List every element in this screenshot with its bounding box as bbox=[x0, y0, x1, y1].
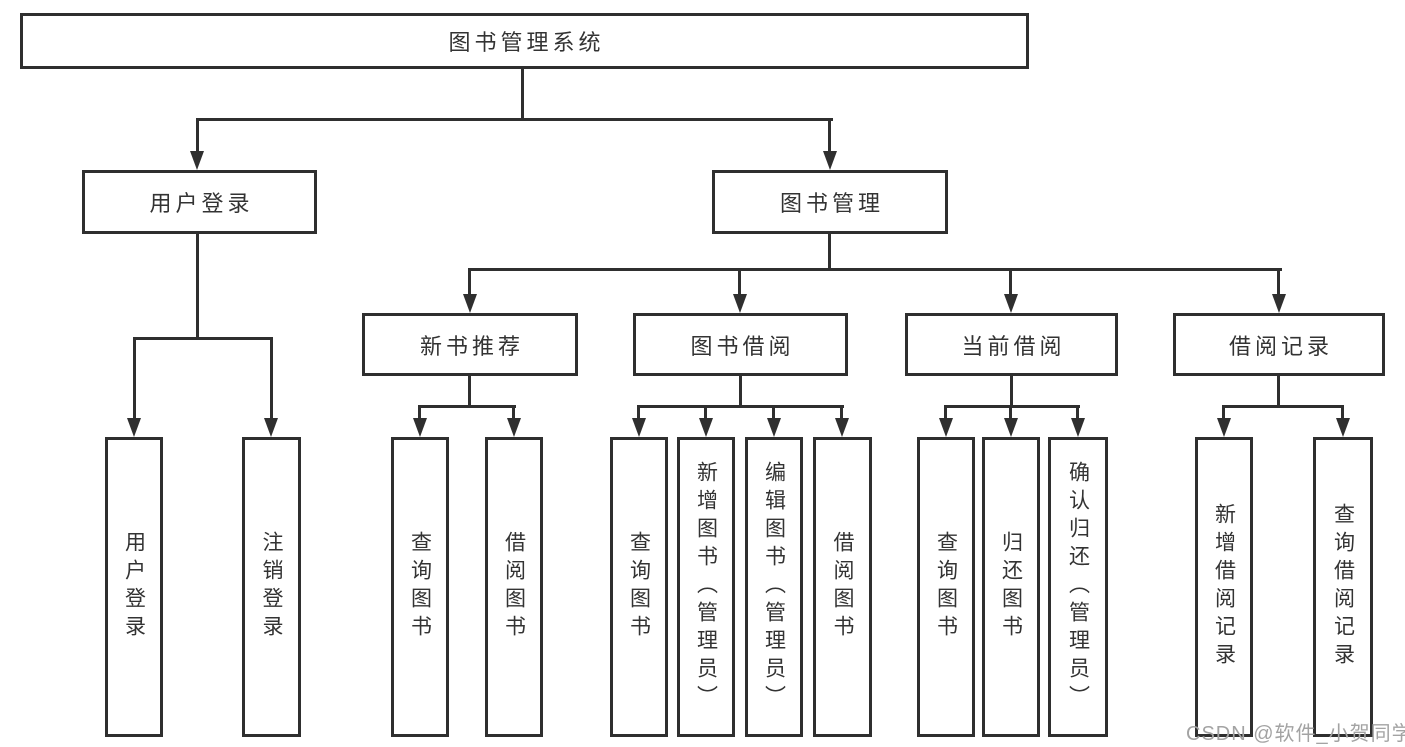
arrowhead-down-icon bbox=[1004, 294, 1018, 313]
connector-line bbox=[469, 268, 1282, 271]
leaf-recommend-borrow-book: 借阅图书 bbox=[485, 437, 543, 737]
leaf-borrow-edit-book-label: 编辑图书（管理员） bbox=[762, 461, 786, 713]
leaf-current-return-book: 归还图书 bbox=[982, 437, 1040, 737]
arrowhead-down-icon bbox=[507, 418, 521, 437]
node-new-book-recommend: 新书推荐 bbox=[362, 313, 578, 376]
node-new-book-recommend-label: 新书推荐 bbox=[419, 333, 524, 359]
node-book-management-label: 图书管理 bbox=[779, 191, 884, 216]
arrowhead-down-icon bbox=[1071, 418, 1085, 437]
leaf-borrow-query-book-label: 查询图书 bbox=[627, 531, 651, 643]
leaf-record-add-label: 新增借阅记录 bbox=[1212, 503, 1236, 671]
connector-line bbox=[638, 405, 844, 408]
leaf-borrow-query-book: 查询图书 bbox=[610, 437, 668, 737]
connector-line bbox=[840, 405, 843, 421]
leaf-logout-label: 注销登录 bbox=[260, 531, 284, 643]
arrowhead-down-icon bbox=[264, 418, 278, 437]
connector-line bbox=[1277, 376, 1280, 408]
connector-line bbox=[468, 376, 471, 408]
connector-line bbox=[1009, 268, 1012, 297]
connector-line bbox=[133, 337, 272, 340]
arrowhead-down-icon bbox=[699, 418, 713, 437]
arrowhead-down-icon bbox=[823, 151, 837, 170]
connector-line bbox=[739, 376, 742, 408]
connector-line bbox=[196, 233, 199, 340]
leaf-record-query-label: 查询借阅记录 bbox=[1331, 503, 1355, 671]
leaf-borrow-edit-book: 编辑图书（管理员） bbox=[745, 437, 803, 737]
connector-line bbox=[945, 405, 1080, 408]
arrowhead-down-icon bbox=[767, 418, 781, 437]
connector-line bbox=[1277, 268, 1280, 297]
node-borrow-record-label: 借阅记录 bbox=[1228, 333, 1333, 359]
leaf-current-query-book: 查询图书 bbox=[917, 437, 975, 737]
connector-line bbox=[828, 118, 831, 153]
arrowhead-down-icon bbox=[1217, 418, 1231, 437]
connector-line bbox=[1009, 405, 1012, 421]
leaf-record-query: 查询借阅记录 bbox=[1313, 437, 1373, 737]
node-book-borrow: 图书借阅 bbox=[633, 313, 848, 376]
leaf-logout: 注销登录 bbox=[242, 437, 301, 737]
connector-line bbox=[1010, 376, 1013, 408]
node-book-management: 图书管理 bbox=[712, 170, 948, 234]
node-user-login-module: 用户登录 bbox=[82, 170, 317, 234]
arrowhead-down-icon bbox=[1004, 418, 1018, 437]
node-book-borrow-label: 图书借阅 bbox=[690, 333, 795, 359]
leaf-user-login: 用户登录 bbox=[105, 437, 163, 737]
watermark: CSDN @软件_小贺同学 bbox=[1186, 723, 1405, 745]
arrowhead-down-icon bbox=[632, 418, 646, 437]
leaf-user-login-label: 用户登录 bbox=[122, 531, 146, 643]
arrowhead-down-icon bbox=[939, 418, 953, 437]
arrowhead-down-icon bbox=[413, 418, 427, 437]
leaf-recommend-borrow-book-label: 借阅图书 bbox=[502, 531, 526, 643]
connector-line bbox=[772, 405, 775, 421]
connector-line bbox=[1076, 405, 1079, 421]
connector-line bbox=[468, 268, 471, 297]
leaf-borrow-add-book-label: 新增图书（管理员） bbox=[694, 461, 718, 713]
leaf-record-add: 新增借阅记录 bbox=[1195, 437, 1253, 737]
arrowhead-down-icon bbox=[190, 151, 204, 170]
arrowhead-down-icon bbox=[1272, 294, 1286, 313]
connector-line bbox=[419, 405, 516, 408]
arrowhead-down-icon bbox=[835, 418, 849, 437]
connector-line bbox=[521, 68, 524, 121]
node-root: 图书管理系统 bbox=[20, 13, 1029, 69]
connector-line bbox=[944, 405, 947, 421]
leaf-current-query-book-label: 查询图书 bbox=[934, 531, 958, 643]
connector-line bbox=[512, 405, 515, 421]
connector-line bbox=[1222, 405, 1225, 421]
leaf-borrow-borrow-book: 借阅图书 bbox=[813, 437, 872, 737]
node-borrow-record: 借阅记录 bbox=[1173, 313, 1385, 376]
connector-line bbox=[270, 337, 273, 421]
leaf-current-confirm-return-label: 确认归还（管理员） bbox=[1066, 461, 1090, 713]
connector-line bbox=[1223, 405, 1344, 408]
leaf-recommend-query-book: 查询图书 bbox=[391, 437, 449, 737]
connector-line bbox=[418, 405, 421, 421]
leaf-current-confirm-return: 确认归还（管理员） bbox=[1048, 437, 1108, 737]
connector-line bbox=[196, 118, 833, 121]
leaf-borrow-borrow-book-label: 借阅图书 bbox=[831, 531, 855, 643]
node-current-borrow: 当前借阅 bbox=[905, 313, 1118, 376]
arrowhead-down-icon bbox=[733, 294, 747, 313]
leaf-borrow-add-book: 新增图书（管理员） bbox=[677, 437, 735, 737]
arrowhead-down-icon bbox=[463, 294, 477, 313]
connector-line bbox=[196, 118, 199, 153]
node-current-borrow-label: 当前借阅 bbox=[961, 333, 1066, 359]
connector-line bbox=[637, 405, 640, 421]
connector-line bbox=[828, 233, 831, 271]
leaf-current-return-book-label: 归还图书 bbox=[999, 531, 1023, 643]
connector-line bbox=[738, 268, 741, 297]
arrowhead-down-icon bbox=[1336, 418, 1350, 437]
connector-line bbox=[133, 337, 136, 421]
node-user-login-module-label: 用户登录 bbox=[149, 191, 254, 216]
leaf-recommend-query-book-label: 查询图书 bbox=[408, 531, 432, 643]
arrowhead-down-icon bbox=[127, 418, 141, 437]
connector-line bbox=[704, 405, 707, 421]
node-root-label: 图书管理系统 bbox=[448, 30, 605, 55]
connector-line bbox=[1341, 405, 1344, 421]
